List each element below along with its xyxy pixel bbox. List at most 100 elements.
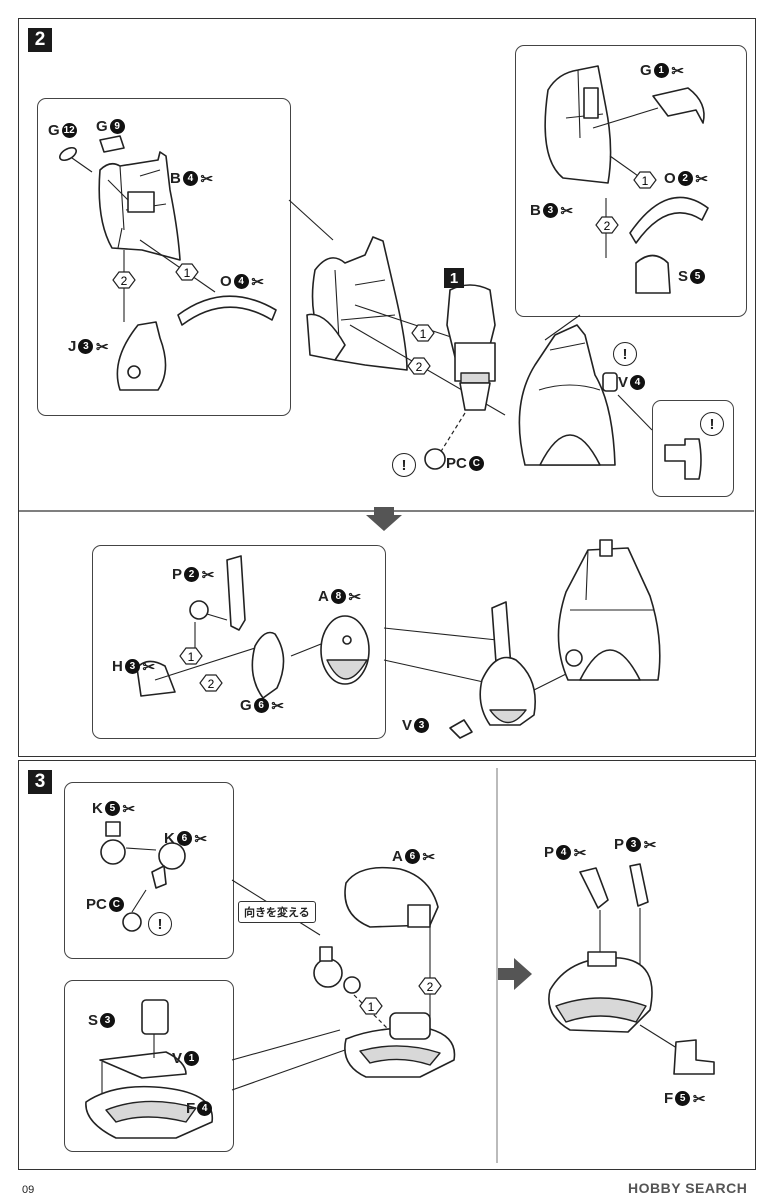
part-letter: P bbox=[614, 836, 625, 853]
part-number: 5 bbox=[104, 801, 120, 816]
part-letter: O bbox=[220, 273, 232, 290]
part-label-v4: V 4 bbox=[618, 374, 646, 391]
wing-result-drawing bbox=[449, 539, 661, 739]
seq-number: 1 bbox=[188, 650, 195, 664]
part-label-k5: K 5 ✂ bbox=[92, 800, 136, 818]
seq-marker: 1 bbox=[179, 647, 203, 665]
joint-drawing bbox=[100, 821, 186, 932]
part-number: 5 bbox=[675, 1091, 691, 1106]
part-label-v1: V 1 bbox=[172, 1050, 200, 1067]
part-label-f4: F 4 bbox=[186, 1100, 213, 1117]
part-letter: V bbox=[172, 1050, 183, 1067]
part-letter: PC bbox=[86, 896, 107, 913]
part-label-b4: B 4 ✂ bbox=[170, 170, 214, 188]
step-3-badge: 3 bbox=[28, 770, 52, 794]
part-label-o4: O 4 ✂ bbox=[220, 273, 265, 291]
part-letter: P bbox=[172, 566, 183, 583]
seq-marker: 2 bbox=[112, 271, 136, 289]
seq-number: 1 bbox=[368, 1000, 375, 1014]
part-label-pc-c-2: PC C bbox=[86, 896, 124, 913]
seq-number: 2 bbox=[121, 274, 128, 288]
part-letter: J bbox=[68, 338, 77, 355]
cut-icon: ✂ bbox=[573, 844, 587, 862]
part-number: 4 bbox=[182, 171, 198, 186]
seq-marker: 2 bbox=[407, 357, 431, 375]
seq-number: 2 bbox=[604, 219, 611, 233]
seq-marker: 1 bbox=[633, 171, 657, 189]
seq-marker: 2 bbox=[595, 216, 619, 234]
watermark: HOBBY SEARCH bbox=[628, 1180, 748, 1196]
inset-front-cover bbox=[515, 45, 747, 317]
torso-main-drawing bbox=[306, 236, 618, 470]
step-3-assembly-drawing bbox=[313, 866, 456, 1078]
part-number: 9 bbox=[109, 119, 125, 134]
part-letter: F bbox=[186, 1100, 196, 1117]
cut-icon: ✂ bbox=[251, 273, 264, 291]
part-label-f5: F 5 ✂ bbox=[664, 1090, 706, 1108]
part-number: 6 bbox=[253, 698, 269, 713]
cut-icon: ✂ bbox=[122, 800, 136, 818]
step-divider bbox=[18, 507, 754, 531]
part-label-v3: V 3 bbox=[402, 717, 430, 734]
seq-number: 2 bbox=[208, 677, 215, 691]
part-number: 3 bbox=[626, 837, 642, 852]
part-letter: G bbox=[48, 122, 60, 139]
cut-icon: ✂ bbox=[422, 848, 436, 866]
part-number: 2 bbox=[677, 171, 693, 186]
wing-assembly-drawing bbox=[136, 555, 370, 699]
cut-icon: ✂ bbox=[692, 1090, 706, 1108]
part-letter: V bbox=[402, 717, 413, 734]
part-letter: O bbox=[664, 170, 676, 187]
front-cover-drawing bbox=[544, 65, 709, 294]
part-label-g6: G 6 ✂ bbox=[240, 697, 285, 715]
part-number: 4 bbox=[197, 1101, 213, 1116]
part-number: 6 bbox=[176, 831, 192, 846]
part-label-p4: P 4 ✂ bbox=[544, 844, 587, 862]
part-number: 3 bbox=[124, 659, 140, 674]
part-label-j3: J 3 ✂ bbox=[68, 338, 109, 356]
part-letter: V bbox=[618, 374, 629, 391]
cut-icon: ✂ bbox=[201, 566, 215, 584]
seq-marker: 1 bbox=[175, 263, 199, 281]
part-letter: A bbox=[392, 848, 403, 865]
part-letter: G bbox=[96, 118, 108, 135]
part-label-p2: P 2 ✂ bbox=[172, 566, 215, 584]
part-number: 12 bbox=[61, 123, 77, 138]
cut-icon: ✂ bbox=[194, 830, 208, 848]
step-2-badge: 2 bbox=[28, 28, 52, 52]
part-label-k6: K 6 ✂ bbox=[164, 830, 208, 848]
cut-icon: ✂ bbox=[695, 170, 708, 188]
part-letter: K bbox=[164, 830, 175, 847]
seq-number: 1 bbox=[642, 174, 649, 188]
cut-icon: ✂ bbox=[643, 836, 657, 854]
seq-number: 1 bbox=[184, 266, 191, 280]
seq-marker: 2 bbox=[418, 977, 442, 995]
cut-icon: ✂ bbox=[348, 588, 362, 606]
part-label-s5: S 5 bbox=[678, 268, 706, 285]
part-label-pc-c-1: PC C bbox=[446, 455, 484, 472]
part-label-p3: P 3 ✂ bbox=[614, 836, 657, 854]
part-letter: B bbox=[170, 170, 181, 187]
part-number: 4 bbox=[630, 375, 646, 390]
part-letter: S bbox=[678, 268, 689, 285]
part-letter: G bbox=[240, 697, 252, 714]
part-letter: G bbox=[640, 62, 652, 79]
seq-number: 2 bbox=[427, 980, 434, 994]
part-label-a8: A 8 ✂ bbox=[318, 588, 362, 606]
sub-step-1-badge: 1 bbox=[444, 268, 464, 288]
seq-number: 2 bbox=[416, 360, 423, 374]
part-number: 3 bbox=[414, 718, 430, 733]
part-number: 8 bbox=[330, 589, 346, 604]
part-number: 4 bbox=[233, 274, 249, 289]
page-number: 09 bbox=[22, 1184, 35, 1196]
part-letter: A bbox=[318, 588, 329, 605]
part-letter: B bbox=[530, 202, 541, 219]
part-label-g1: G 1 ✂ bbox=[640, 62, 685, 80]
warning-icon: ! bbox=[613, 342, 637, 366]
part-letter: H bbox=[112, 658, 123, 675]
part-label-o2: O 2 ✂ bbox=[664, 170, 709, 188]
part-letter: PC bbox=[446, 455, 467, 472]
rotate-callout: 向きを変える bbox=[238, 901, 316, 923]
